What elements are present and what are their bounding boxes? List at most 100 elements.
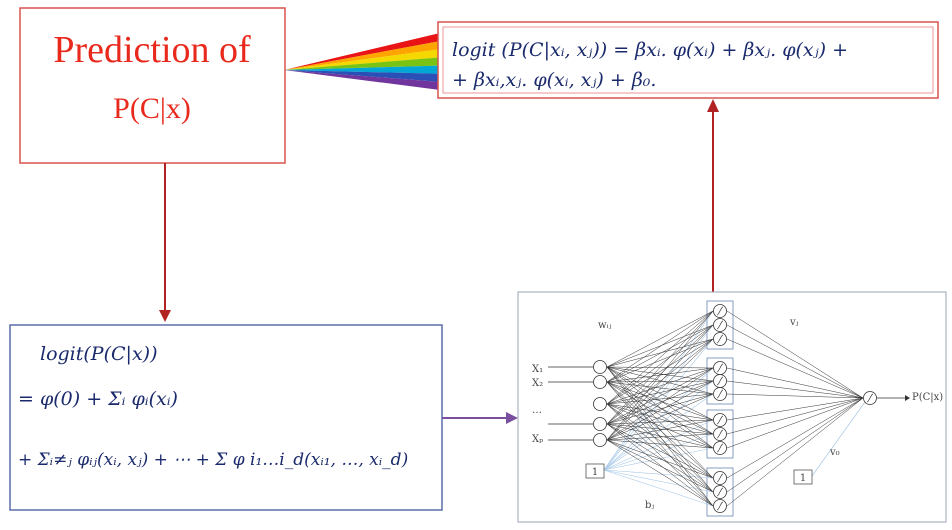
arrow-down-head bbox=[159, 310, 171, 322]
formula-top-inner-border bbox=[442, 26, 934, 94]
formula-top-box bbox=[437, 21, 939, 99]
bias-connection bbox=[603, 338, 714, 471]
input-hidden-connection bbox=[606, 338, 714, 383]
hidden-output-connection bbox=[726, 397, 864, 435]
rainbow-band bbox=[284, 49, 440, 70]
input-hidden-connection bbox=[606, 324, 714, 383]
input-hidden-connection bbox=[606, 403, 714, 479]
sigmoid-glyph bbox=[716, 334, 724, 344]
input-hidden-connection bbox=[606, 380, 714, 405]
arrow-right-head bbox=[506, 412, 518, 424]
input-hidden-connection bbox=[606, 419, 714, 441]
input-hidden-connection bbox=[606, 367, 714, 405]
input-hidden-connection bbox=[606, 381, 714, 395]
sigmoid-glyph bbox=[716, 376, 724, 386]
hidden-output-connection bbox=[726, 397, 864, 421]
output-bias-label: 1 bbox=[800, 473, 806, 484]
input-label-2: X₂ bbox=[532, 378, 543, 389]
input-node bbox=[593, 360, 607, 374]
bias-connection bbox=[603, 433, 714, 471]
hidden-output-connection bbox=[726, 397, 864, 493]
hidden-output-connection bbox=[726, 324, 864, 399]
input-hidden-connection bbox=[606, 324, 714, 441]
input-node bbox=[593, 375, 607, 389]
input-label-p: Xₚ bbox=[532, 434, 543, 445]
formula-left-box bbox=[9, 324, 443, 511]
formula-top-line1: logit (P(C|xᵢ, xⱼ)) = βxᵢ. φ(xᵢ) + βxⱼ. … bbox=[452, 39, 848, 61]
input-hidden-connection bbox=[606, 403, 714, 449]
input-hidden-connection bbox=[606, 366, 714, 395]
rainbow-band bbox=[284, 65, 440, 74]
input-hidden-connection bbox=[606, 403, 714, 435]
sigmoid-glyph bbox=[716, 443, 724, 453]
neural-network bbox=[548, 300, 910, 517]
hidden-output-connection bbox=[726, 380, 864, 399]
input-hidden-connection bbox=[606, 423, 714, 493]
input-hidden-connection bbox=[606, 324, 714, 425]
input-hidden-connection bbox=[606, 393, 714, 425]
input-label-1: X₁ bbox=[532, 364, 543, 375]
input-hidden-connection bbox=[606, 310, 714, 405]
network-box bbox=[517, 291, 947, 523]
prediction-box bbox=[19, 7, 286, 164]
input-hidden-connection bbox=[606, 324, 714, 368]
prediction-subtitle: P(C|x) bbox=[113, 92, 191, 125]
bias-connection bbox=[603, 419, 714, 471]
input-node bbox=[593, 433, 607, 447]
rainbow-band bbox=[284, 57, 440, 70]
sigmoid-glyph bbox=[716, 306, 724, 316]
input-label-ellipsis: … bbox=[532, 405, 542, 416]
sigmoid-glyph bbox=[716, 429, 724, 439]
input-hidden-connection bbox=[606, 338, 714, 425]
input-hidden-connection bbox=[606, 310, 714, 425]
input-hidden-connection bbox=[606, 439, 714, 493]
input-hidden-connection bbox=[606, 403, 714, 421]
sigmoid-glyph bbox=[716, 473, 724, 483]
bias-connection bbox=[603, 324, 714, 471]
input-hidden-connection bbox=[606, 380, 714, 441]
hidden-output-connection bbox=[726, 397, 864, 507]
input-hidden-connection bbox=[606, 367, 714, 425]
sigmoid-glyph bbox=[716, 320, 724, 330]
input-hidden-connection bbox=[606, 324, 714, 405]
rainbow-band bbox=[284, 33, 440, 70]
sigmoid-glyph bbox=[716, 501, 724, 511]
input-bias-label: 1 bbox=[592, 467, 598, 478]
hidden-output-connection bbox=[726, 397, 864, 479]
sigmoid-glyph bbox=[716, 487, 724, 497]
input-hidden-connection bbox=[606, 433, 714, 441]
bias-in-label: bⱼ bbox=[645, 500, 654, 511]
input-hidden-connection bbox=[606, 338, 714, 405]
input-hidden-connection bbox=[606, 366, 714, 382]
prediction-title: Prediction of bbox=[53, 29, 251, 71]
hidden-output-connection bbox=[726, 397, 864, 449]
sigmoid-glyph bbox=[716, 389, 724, 399]
hidden-output-connection bbox=[726, 338, 864, 399]
hidden-output-connection bbox=[726, 310, 864, 399]
input-hidden-connection bbox=[606, 423, 714, 479]
input-hidden-connection bbox=[606, 338, 714, 368]
input-hidden-connection bbox=[606, 380, 714, 425]
sigmoid-glyph bbox=[866, 393, 874, 403]
bias-connection bbox=[603, 393, 714, 471]
formula-left-line1: logit(P(C|x)) bbox=[40, 343, 157, 365]
input-hidden-connection bbox=[606, 393, 714, 405]
hidden-output-connection bbox=[726, 393, 864, 399]
arrow-up-head bbox=[707, 99, 719, 112]
input-node bbox=[593, 397, 607, 411]
input-hidden-connection bbox=[606, 423, 714, 435]
rainbow-band bbox=[284, 41, 440, 70]
sigmoid-glyph bbox=[716, 363, 724, 373]
input-hidden-connection bbox=[606, 367, 714, 383]
output-label: P(C|x) bbox=[912, 392, 943, 403]
input-hidden-connection bbox=[606, 310, 714, 368]
bias-connection bbox=[603, 310, 714, 471]
rainbow-band bbox=[284, 70, 440, 90]
input-hidden-connection bbox=[606, 439, 714, 507]
bias-out-label: v₀ bbox=[829, 447, 840, 458]
input-hidden-connection bbox=[606, 366, 714, 507]
input-hidden-connection bbox=[606, 366, 714, 421]
formula-left-line2: = φ(0) + Σᵢ φᵢ(xᵢ) bbox=[18, 388, 178, 410]
input-bias-node bbox=[585, 463, 605, 479]
